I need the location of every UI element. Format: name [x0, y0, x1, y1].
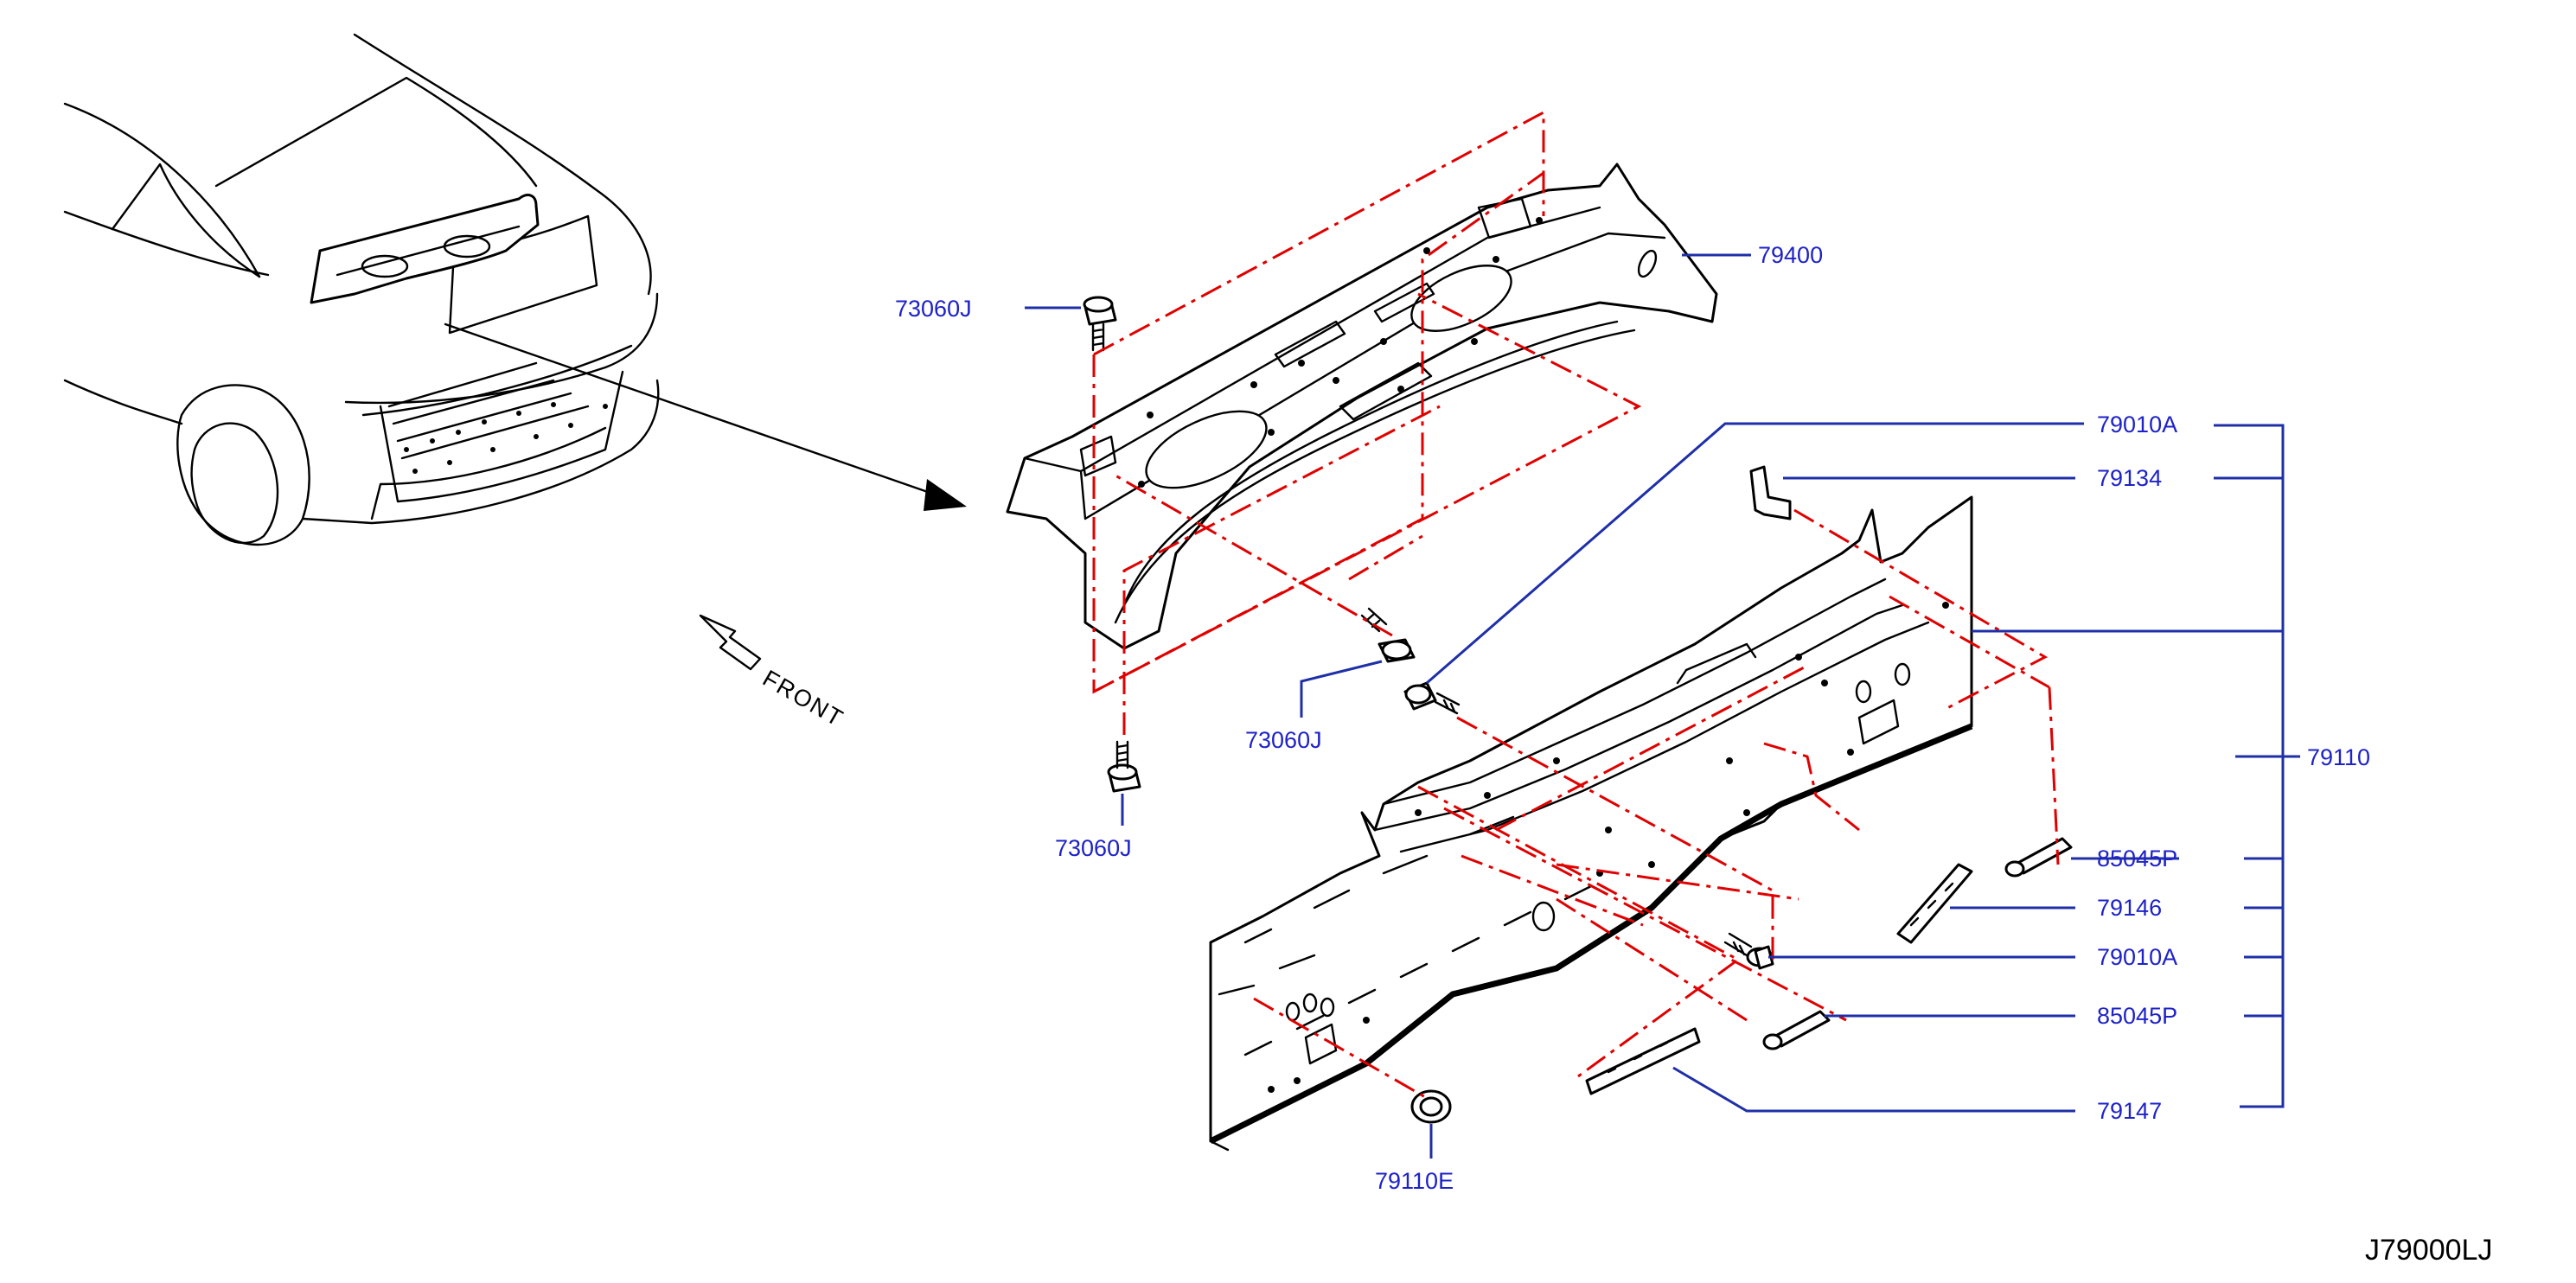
label-79110e: 79110E	[1375, 1168, 1454, 1194]
bolt-low	[1107, 740, 1141, 793]
clip-85045p-a	[2004, 837, 2073, 878]
bolt-top	[1083, 296, 1117, 352]
seal-79147	[1585, 1027, 1701, 1095]
label-79147: 79147	[2097, 1098, 2162, 1124]
clip-top	[1403, 681, 1461, 715]
label-73060j-low: 73060J	[1055, 835, 1132, 861]
label-85045p-b: 85045P	[2097, 1003, 2177, 1029]
bolt-mid	[1360, 607, 1416, 663]
label-73060j-top: 73060J	[895, 296, 972, 322]
bracket-79134	[1749, 465, 1792, 520]
callout-labels: 79400 73060J 73060J 73060J 79010A 79134 …	[895, 242, 2370, 1194]
label-79400: 79400	[1758, 242, 1823, 268]
vehicle-overview	[63, 33, 967, 546]
upper-rear-panel	[1006, 163, 1718, 650]
label-79110: 79110	[2307, 744, 2370, 770]
label-79010a-top: 79010A	[2097, 412, 2177, 437]
grommet-79110e	[1410, 1089, 1452, 1124]
clip-85045p-b	[1762, 1010, 1831, 1050]
leader-lines	[1025, 253, 2300, 1159]
front-direction-arrow: FRONT	[699, 614, 848, 732]
label-85045p-a: 85045P	[2097, 846, 2177, 871]
seal-79146	[1896, 863, 1973, 944]
label-79010a-b: 79010A	[2097, 944, 2177, 970]
front-label: FRONT	[758, 665, 848, 731]
label-79134: 79134	[2097, 465, 2162, 491]
assembly-centerlines	[1092, 110, 2060, 1100]
drawing-code: J79000LJ	[2365, 1234, 2492, 1267]
lower-rear-panel-assy	[1209, 495, 1973, 1152]
label-73060j-mid: 73060J	[1245, 727, 1322, 753]
label-79146: 79146	[2097, 895, 2162, 921]
